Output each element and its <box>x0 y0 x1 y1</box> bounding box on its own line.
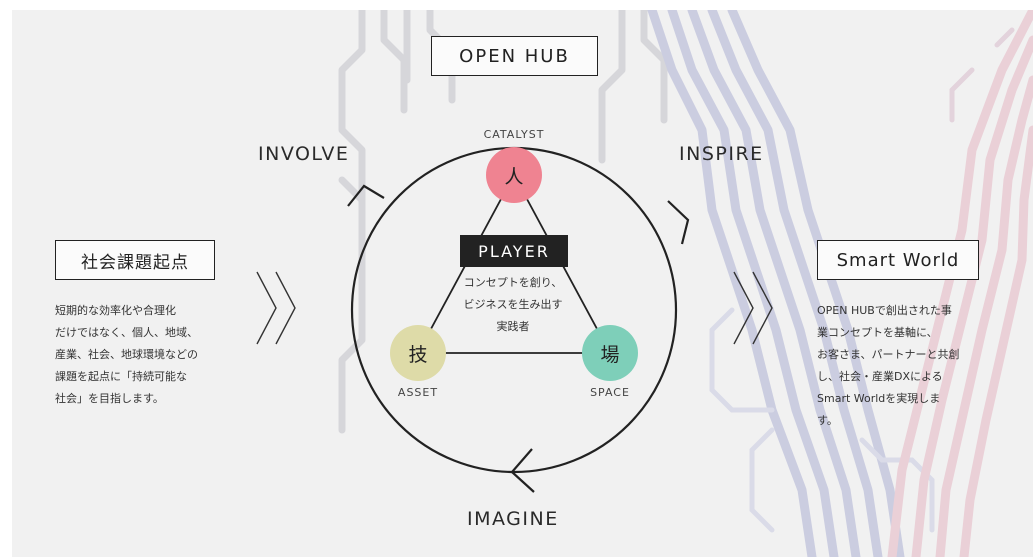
asset-glyph: 技 <box>408 343 428 366</box>
social-issue-origin-box: 社会課題起点 <box>55 240 215 280</box>
inspire-arrowhead <box>667 200 690 245</box>
space-label: SPACE <box>590 386 630 399</box>
asset-node: 技 <box>390 325 446 381</box>
imagine-arrowhead <box>510 448 535 493</box>
catalyst-node: 人 <box>486 147 542 203</box>
gray-circuit-lines <box>338 10 668 434</box>
involve-label: INVOLVE <box>258 143 350 165</box>
smart-world-text: Smart World <box>836 249 960 271</box>
player-label: PLAYER <box>460 235 568 267</box>
player-description: コンセプトを創り、 ビジネスを生み出す 実践者 <box>463 276 563 333</box>
left-chevron-2 <box>275 271 296 345</box>
left-description: 短期的な効率化や合理化 だけではなく、個人、地域、 産業、社会、地球環境などの … <box>55 304 198 405</box>
space-node: 場 <box>582 325 638 381</box>
smart-world-box: Smart World <box>817 240 979 280</box>
social-issue-origin-text: 社会課題起点 <box>81 252 189 273</box>
right-description: OPEN HUBで創出された事 業コンセプトを基軸に、 お客さま、パートナーと共… <box>817 304 960 427</box>
diagram-canvas: OPEN HUB INVOLVE INSPIRE IMAGINE 社会課題起点 … <box>12 10 1033 557</box>
left-chevron-1 <box>256 271 277 345</box>
circuit-background-decoration <box>338 10 1033 557</box>
blue-circuit-detail <box>709 307 935 533</box>
inspire-label: INSPIRE <box>679 143 764 165</box>
open-hub-text: OPEN HUB <box>459 45 570 67</box>
right-chevron-2 <box>752 271 773 345</box>
involve-arrowhead <box>347 184 385 207</box>
pink-circuit-detail <box>949 27 1015 123</box>
catalyst-glyph: 人 <box>504 165 524 188</box>
imagine-label: IMAGINE <box>467 508 559 530</box>
right-chevron-1 <box>733 271 754 345</box>
space-glyph: 場 <box>600 343 620 366</box>
open-hub-label: OPEN HUB <box>431 36 598 76</box>
asset-label: ASSET <box>397 386 439 399</box>
player-text: PLAYER <box>478 241 550 261</box>
catalyst-label: CATALYST <box>483 128 545 141</box>
